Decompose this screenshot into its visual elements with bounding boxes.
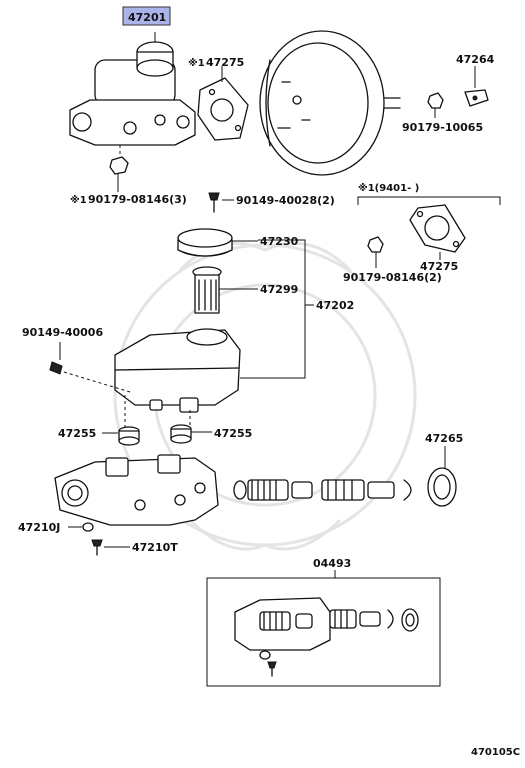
master-cylinder-assembly (69, 41, 196, 146)
part-number-47210T[interactable]: 47210T (132, 541, 178, 554)
option-group-9401 (357, 196, 501, 205)
note-mark-1: ※1 (70, 194, 87, 206)
part-number-04493[interactable]: 04493 (313, 557, 351, 570)
gasket-47275-top (197, 66, 249, 141)
watermark-emblem (113, 241, 417, 551)
repair-kit-components (234, 597, 419, 677)
reservoir-tank (114, 328, 241, 413)
part-number-90179-08146-2[interactable]: 90179-08146(2) (343, 271, 442, 284)
brake-booster (259, 30, 401, 176)
part-number-47264[interactable]: 47264 (456, 53, 495, 66)
part-number-90149-40028-2[interactable]: 90149-40028(2) (236, 194, 335, 207)
part-number-90179-08146-3[interactable]: 90179-08146(3) (88, 193, 187, 206)
option-note-9401: ※1(9401- ) (358, 182, 419, 194)
bolt-47210T (91, 539, 130, 556)
figure-id: 470105C (471, 747, 520, 758)
part-number-90149-40006[interactable]: 90149-40006 (22, 326, 103, 339)
highlight-box (122, 6, 171, 26)
grommet-47255-right (170, 424, 212, 444)
part-number-47230[interactable]: 47230 (260, 235, 299, 248)
part-number-47275-top[interactable]: 47275 (206, 56, 244, 69)
repair-kit-box-04493 (206, 577, 441, 687)
reservoir-cap-47230 (177, 228, 258, 257)
piston-assembly (233, 479, 412, 501)
part-number-47255-right[interactable]: 47255 (214, 427, 252, 440)
gasket-47275-side (409, 204, 466, 260)
part-number-90179-10065[interactable]: 90179-10065 (402, 121, 483, 134)
part-number-47202[interactable]: 47202 (316, 299, 354, 312)
strainer-47299 (192, 266, 258, 314)
note-mark-1: ※1 (188, 57, 205, 69)
part-number-47201: 47201 (128, 11, 166, 24)
nut-90179-08146-top (109, 156, 129, 192)
screw-90149-40006 (49, 342, 131, 393)
part-number-47275-side[interactable]: 47275 (420, 260, 458, 273)
part-number-47255-left[interactable]: 47255 (58, 427, 96, 440)
clevis-47264 (464, 66, 489, 107)
part-number-47265[interactable]: 47265 (425, 432, 463, 445)
gasket-47210J (68, 522, 94, 532)
seal-47265 (427, 446, 457, 507)
nut-90179-10065 (427, 92, 444, 118)
part-label-47201[interactable]: 47201 (122, 6, 171, 26)
part-number-47299[interactable]: 47299 (260, 283, 298, 296)
group-bracket-47202 (240, 239, 306, 379)
part-number-47210J[interactable]: 47210J (18, 521, 60, 534)
cylinder-body (54, 454, 219, 526)
screw-90149-40028 (208, 192, 234, 213)
grommet-47255-left (102, 426, 140, 446)
nut-90179-08146-side (367, 236, 384, 268)
